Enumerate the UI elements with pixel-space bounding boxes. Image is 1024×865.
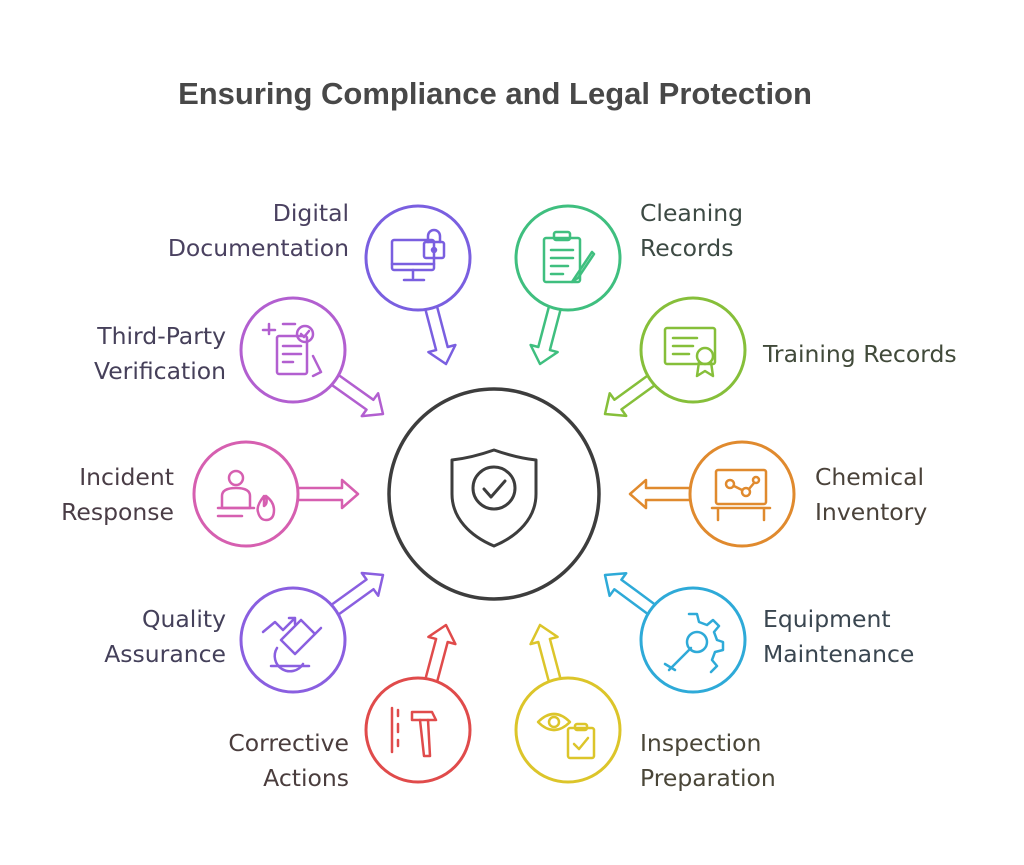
- label-cleaning-records: Cleaning Records: [640, 199, 744, 262]
- circle-digital-documentation: [364, 204, 472, 312]
- node-inspection-preparation: [514, 623, 622, 784]
- node-corrective-actions: [364, 623, 472, 784]
- certificate-icon: [663, 326, 717, 378]
- gear-wrench-icon: [663, 612, 725, 674]
- shield-check-icon: [450, 448, 538, 548]
- label-incident-response: Incident Response: [61, 463, 174, 526]
- node-equipment-maintenance: [603, 571, 747, 694]
- circle-incident-response: [192, 440, 300, 548]
- circle-equipment-maintenance: [639, 586, 747, 694]
- label-equipment-maintenance: Equipment Maintenance: [763, 605, 915, 668]
- node-chemical-inventory: [628, 440, 796, 548]
- label-corrective-actions: Corrective Actions: [228, 729, 349, 792]
- monitor-lock-icon: [390, 228, 446, 282]
- arrow-equipment-maintenance: [603, 571, 660, 618]
- hammer-icon: [390, 706, 438, 758]
- document-check-icon: [261, 322, 323, 378]
- microscope-icon: [261, 616, 323, 673]
- center-hub: [387, 387, 601, 601]
- label-chemical-inventory: Chemical Inventory: [815, 463, 928, 526]
- arrow-corrective-actions: [423, 623, 457, 687]
- label-quality-assurance: Quality Assurance: [104, 605, 226, 668]
- person-fire-icon: [216, 469, 276, 522]
- node-third-party-verification: [239, 296, 385, 418]
- node-incident-response: [192, 440, 360, 548]
- node-digital-documentation: [364, 204, 472, 366]
- arrow-digital-documentation: [423, 301, 457, 366]
- label-inspection-preparation: Inspection Preparation: [640, 729, 776, 792]
- arrow-chemical-inventory: [628, 478, 696, 510]
- circle-quality-assurance: [239, 586, 347, 694]
- circle-corrective-actions: [364, 676, 472, 784]
- node-quality-assurance: [239, 571, 385, 694]
- node-training-records: [603, 296, 747, 418]
- circle-training-records: [639, 296, 747, 404]
- label-training-records: Training Records: [763, 340, 957, 368]
- eye-clipboard-icon: [536, 712, 596, 760]
- node-cleaning-records: [514, 204, 622, 366]
- label-third-party-verification: Third-Party Verification: [93, 322, 226, 385]
- arrow-cleaning-records: [529, 301, 563, 366]
- arrow-inspection-preparation: [529, 623, 563, 687]
- arrow-quality-assurance: [327, 571, 385, 619]
- circle-third-party-verification: [239, 296, 347, 404]
- arrow-third-party-verification: [327, 371, 385, 418]
- label-digital-documentation: Digital Documentation: [167, 199, 349, 262]
- arrow-incident-response: [292, 478, 360, 510]
- clipboard-pencil-icon: [542, 230, 596, 284]
- page-title: Ensuring Compliance and Legal Protection: [178, 76, 812, 111]
- molecule-board-icon: [710, 468, 772, 522]
- arrow-training-records: [603, 372, 659, 418]
